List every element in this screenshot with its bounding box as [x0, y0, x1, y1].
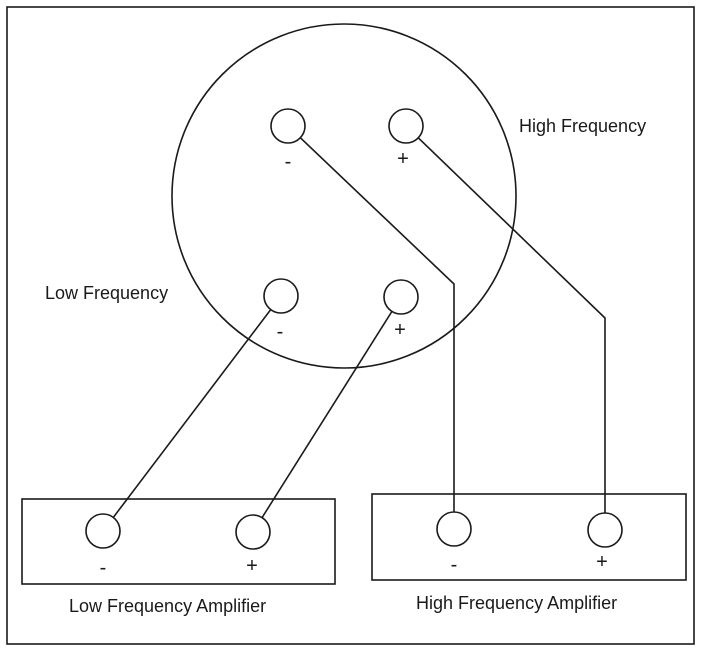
- high-frequency-amplifier-box: [371, 493, 687, 581]
- high-frequency-label: High Frequency: [519, 116, 646, 136]
- lf-minus-terminal: [263, 278, 299, 314]
- low-frequency-label: Low Frequency: [45, 283, 168, 303]
- lf-plus-sign: +: [394, 319, 406, 341]
- hf-amp-minus-terminal: [436, 511, 472, 547]
- lf-amp-plus-terminal: [235, 514, 271, 550]
- outer-frame: [6, 6, 695, 645]
- hf-amp-minus-sign: -: [451, 554, 458, 576]
- hf-plus-sign: +: [397, 148, 409, 170]
- speaker-circle: [171, 23, 517, 369]
- wire-hf-minus: [287, 125, 455, 513]
- low-frequency-amplifier-box: [21, 498, 336, 585]
- lf-amp-minus-sign: -: [100, 557, 107, 579]
- lf-minus-sign: -: [277, 321, 284, 343]
- hf-minus-terminal: [270, 108, 306, 144]
- lf-plus-terminal: [383, 279, 419, 315]
- lf-amp-minus-terminal: [85, 513, 121, 549]
- high-frequency-amplifier-label: High Frequency Amplifier: [416, 593, 617, 613]
- lf-amp-plus-sign: +: [246, 555, 258, 577]
- hf-minus-sign: -: [285, 151, 292, 173]
- wire-lf-plus: [252, 296, 402, 533]
- hf-plus-terminal: [388, 108, 424, 144]
- low-frequency-amplifier-label: Low Frequency Amplifier: [69, 596, 266, 616]
- hf-amp-plus-terminal: [587, 512, 623, 548]
- wire-hf-plus: [405, 125, 606, 514]
- wire-lf-minus: [102, 295, 282, 532]
- hf-amp-plus-sign: +: [596, 551, 608, 573]
